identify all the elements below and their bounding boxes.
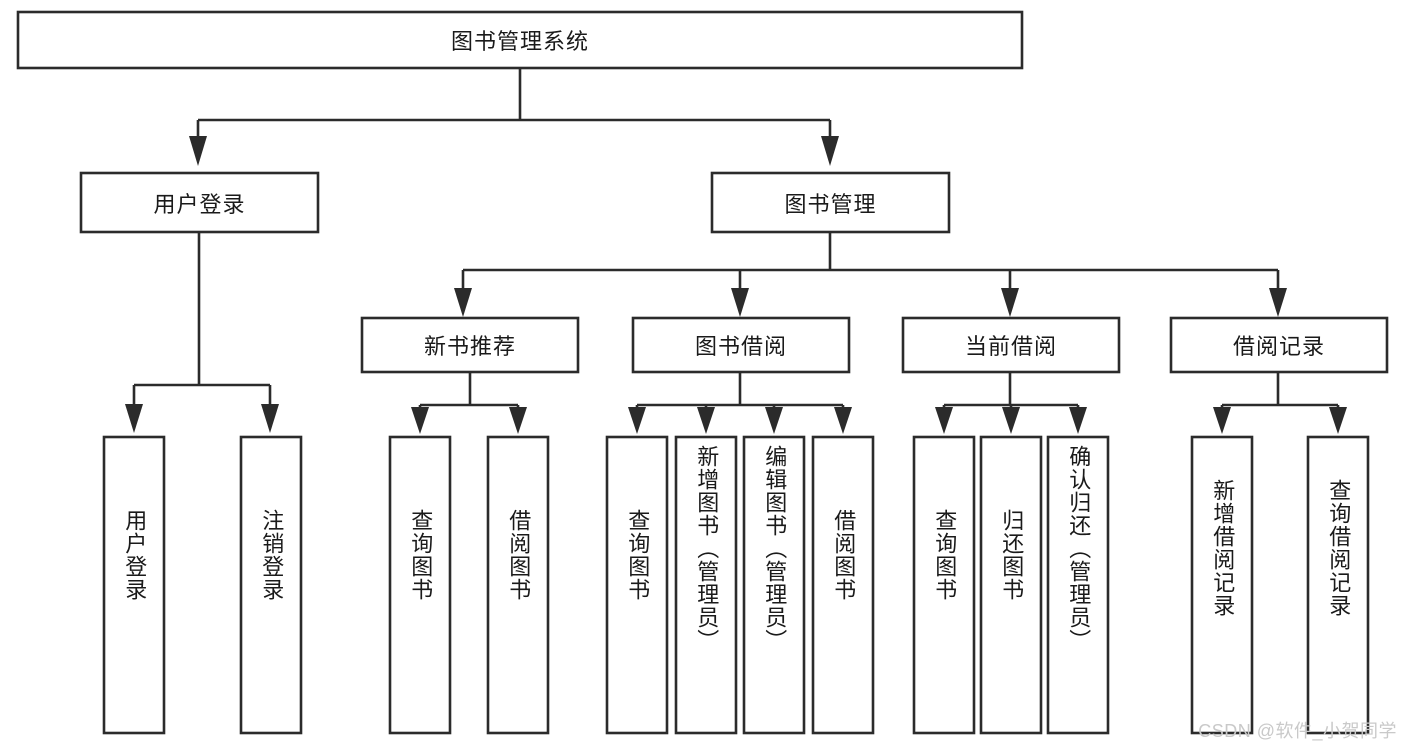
- node-user-login[interactable]: [79, 171, 320, 234]
- arrow-head-book-management: [821, 136, 839, 166]
- node-book-management[interactable]: [710, 171, 951, 234]
- arrow-head-leaf-book-borrow-3: [765, 407, 783, 434]
- arrow-head-book-borrow: [731, 288, 749, 317]
- node-leaf-query-book-borrow[interactable]: [605, 435, 669, 735]
- arrow-head-borrow-record: [1269, 288, 1287, 317]
- node-leaf-query-book-current[interactable]: [912, 435, 976, 735]
- node-leaf-query-book-recommend[interactable]: [388, 435, 452, 735]
- arrow-head-leaf-book-borrow-1: [628, 407, 646, 434]
- node-leaf-add-book-admin[interactable]: [674, 435, 738, 735]
- arrow-head-user-login: [189, 136, 207, 166]
- node-leaf-borrow-book-recommend[interactable]: [486, 435, 550, 735]
- node-leaf-return-book[interactable]: [979, 435, 1043, 735]
- arrow-head-current-borrow: [1001, 288, 1019, 317]
- arrow-head-leaf-user-login-1: [125, 404, 143, 433]
- node-leaf-query-borrow-record[interactable]: [1306, 435, 1370, 735]
- node-leaf-edit-book-admin[interactable]: [742, 435, 806, 735]
- arrow-head-leaf-book-borrow-2: [697, 407, 715, 434]
- node-root-book-management-system[interactable]: [16, 10, 1024, 70]
- arrow-head-leaf-borrow-record-1: [1213, 407, 1231, 434]
- arrow-head-leaf-book-borrow-4: [834, 407, 852, 434]
- node-leaf-borrow-book[interactable]: [811, 435, 875, 735]
- arrow-head-leaf-current-borrow-2: [1002, 407, 1020, 434]
- node-leaf-add-borrow-record[interactable]: [1190, 435, 1254, 735]
- arrow-head-leaf-current-borrow-1: [935, 407, 953, 434]
- node-leaf-logout[interactable]: [239, 435, 303, 735]
- node-leaf-confirm-return-admin[interactable]: [1046, 435, 1110, 735]
- node-borrow-record[interactable]: [1169, 316, 1389, 374]
- arrow-head-new-book-recommend: [454, 288, 472, 317]
- node-book-borrow[interactable]: [631, 316, 851, 374]
- arrow-head-leaf-user-login-2: [261, 404, 279, 433]
- node-current-borrow[interactable]: [901, 316, 1121, 374]
- watermark-credit: CSDN @软件_小贺同学: [1198, 721, 1397, 741]
- arrow-head-leaf-borrow-record-2: [1329, 407, 1347, 434]
- arrow-head-leaf-current-borrow-3: [1069, 407, 1087, 434]
- arrow-head-leaf-new-book-2: [509, 407, 527, 434]
- node-leaf-user-login[interactable]: [102, 435, 166, 735]
- arrow-head-leaf-new-book-1: [411, 407, 429, 434]
- node-new-book-recommend[interactable]: [360, 316, 580, 374]
